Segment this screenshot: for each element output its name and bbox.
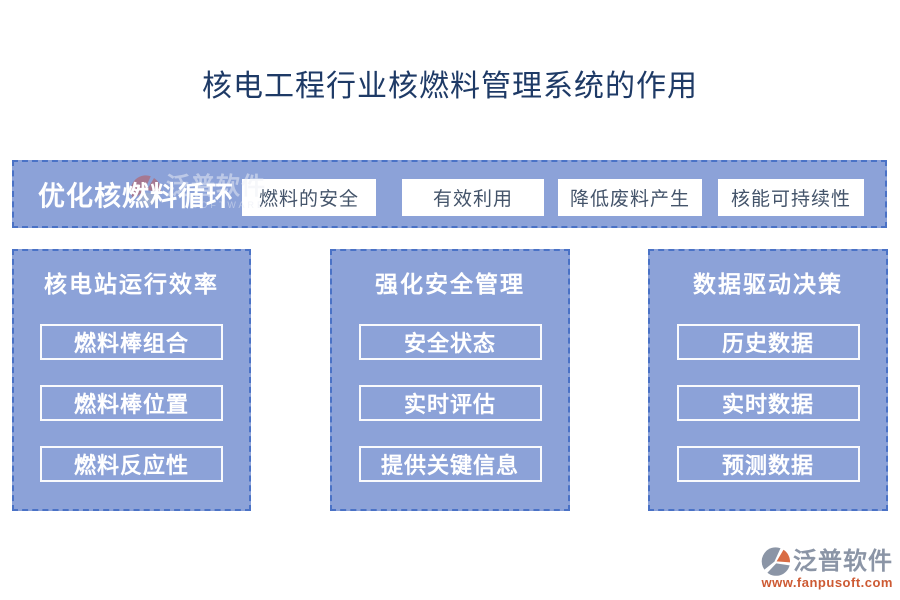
column-item-fuel-reactivity: 燃料反应性 bbox=[40, 446, 223, 482]
column-item-safety-status: 安全状态 bbox=[358, 324, 542, 360]
fanpu-logo-icon bbox=[761, 547, 791, 577]
column-header: 强化安全管理 bbox=[375, 272, 525, 297]
column-item-fuel-rod-position: 燃料棒位置 bbox=[40, 385, 223, 421]
column-item-realtime-data: 实时数据 bbox=[676, 385, 860, 421]
footer-brand: 泛普软件 bbox=[793, 548, 893, 575]
footer-logo: 泛普软件 www.fanpusoft.com bbox=[761, 547, 893, 590]
banner-item-waste-reduction: 降低废料产生 bbox=[558, 179, 702, 216]
column-safety-management: 强化安全管理 安全状态 实时评估 提供关键信息 bbox=[330, 249, 570, 511]
column-item-realtime-assessment: 实时评估 bbox=[358, 385, 542, 421]
banner-item-effective-use: 有效利用 bbox=[402, 179, 544, 216]
column-item-forecast-data: 预测数据 bbox=[676, 446, 860, 482]
footer-url: www.fanpusoft.com bbox=[761, 575, 893, 590]
banner-item-sustainability: 核能可持续性 bbox=[718, 179, 864, 216]
footer-brand-row: 泛普软件 bbox=[761, 547, 893, 577]
column-item-fuel-rod-combination: 燃料棒组合 bbox=[40, 324, 223, 360]
column-plant-efficiency: 核电站运行效率 燃料棒组合 燃料棒位置 燃料反应性 bbox=[12, 249, 251, 511]
column-item-key-information: 提供关键信息 bbox=[358, 446, 542, 482]
banner-optimize-fuel-cycle: 泛普软件 SOFTWARE 优化核燃料循环 燃料的安全 有效利用 降低废料产生 … bbox=[12, 160, 887, 228]
column-data-driven-decisions: 数据驱动决策 历史数据 实时数据 预测数据 bbox=[648, 249, 888, 511]
banner-label: 优化核燃料循环 bbox=[38, 181, 234, 212]
column-item-historical-data: 历史数据 bbox=[676, 324, 860, 360]
page-title: 核电工程行业核燃料管理系统的作用 bbox=[202, 70, 698, 103]
column-header: 数据驱动决策 bbox=[693, 272, 843, 297]
banner-item-fuel-safety: 燃料的安全 bbox=[242, 179, 376, 216]
column-header: 核电站运行效率 bbox=[44, 272, 219, 297]
